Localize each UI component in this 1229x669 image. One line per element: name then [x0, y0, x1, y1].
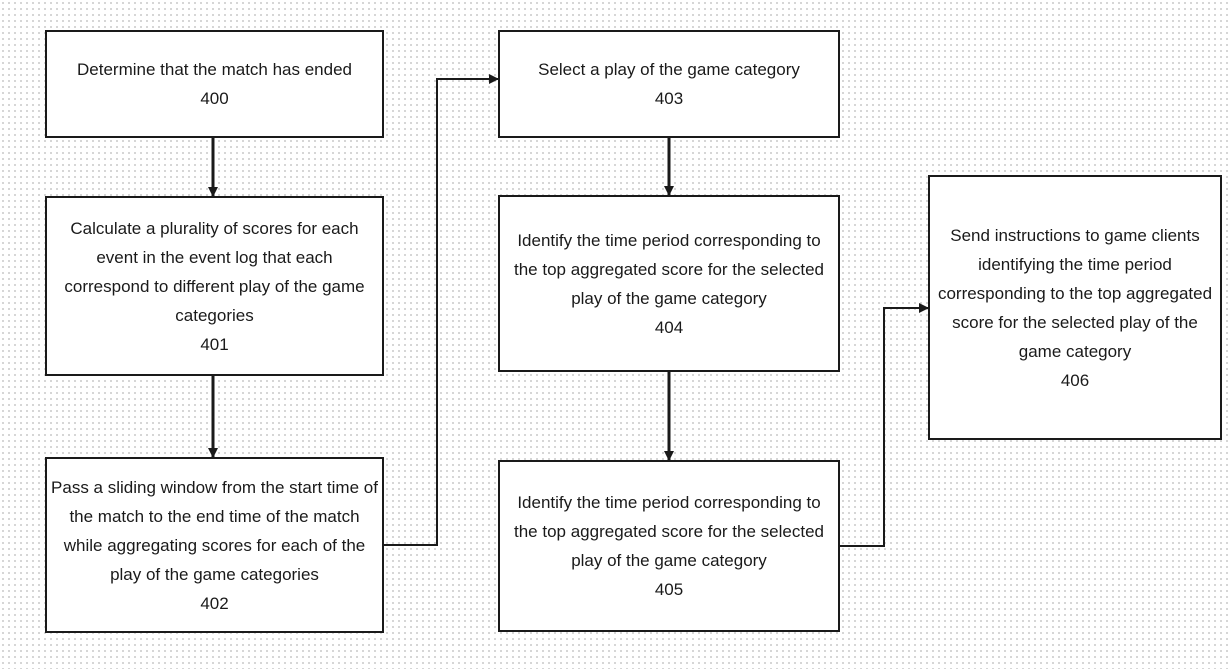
step-405-box: Identify the time period corresponding t… — [498, 460, 840, 632]
step-400-ref: 400 — [200, 89, 229, 108]
step-402-text: Pass a sliding window from the start tim… — [51, 477, 378, 584]
step-406-ref: 406 — [1060, 370, 1090, 390]
step-401-box: Calculate a plurality of scores for each… — [45, 196, 384, 376]
step-403-ref: 403 — [654, 89, 684, 108]
step-400-text: Determine that the match has ended — [77, 60, 352, 79]
arrow-402-to-403 — [384, 74, 499, 546]
step-404-ref: 404 — [654, 317, 684, 337]
step-406-text: Send instructions to game clients identi… — [937, 225, 1213, 361]
step-402-ref: 402 — [200, 593, 229, 613]
step-405-ref: 405 — [654, 580, 684, 599]
step-404-box: Identify the time period corresponding t… — [498, 195, 840, 372]
step-403-box: Select a play of the game category 403 — [498, 30, 840, 138]
step-401-text: Calculate a plurality of scores for each… — [64, 218, 365, 325]
step-403-text: Select a play of the game category — [538, 60, 800, 79]
step-406-box: Send instructions to game clients identi… — [928, 175, 1222, 440]
step-405-text: Identify the time period corresponding t… — [514, 493, 824, 570]
step-404-text: Identify the time period corresponding t… — [514, 230, 824, 308]
step-401-ref: 401 — [200, 334, 229, 354]
step-402-box: Pass a sliding window from the start tim… — [45, 457, 384, 633]
step-400-box: Determine that the match has ended 400 — [45, 30, 384, 138]
arrow-405-to-406 — [840, 303, 929, 547]
